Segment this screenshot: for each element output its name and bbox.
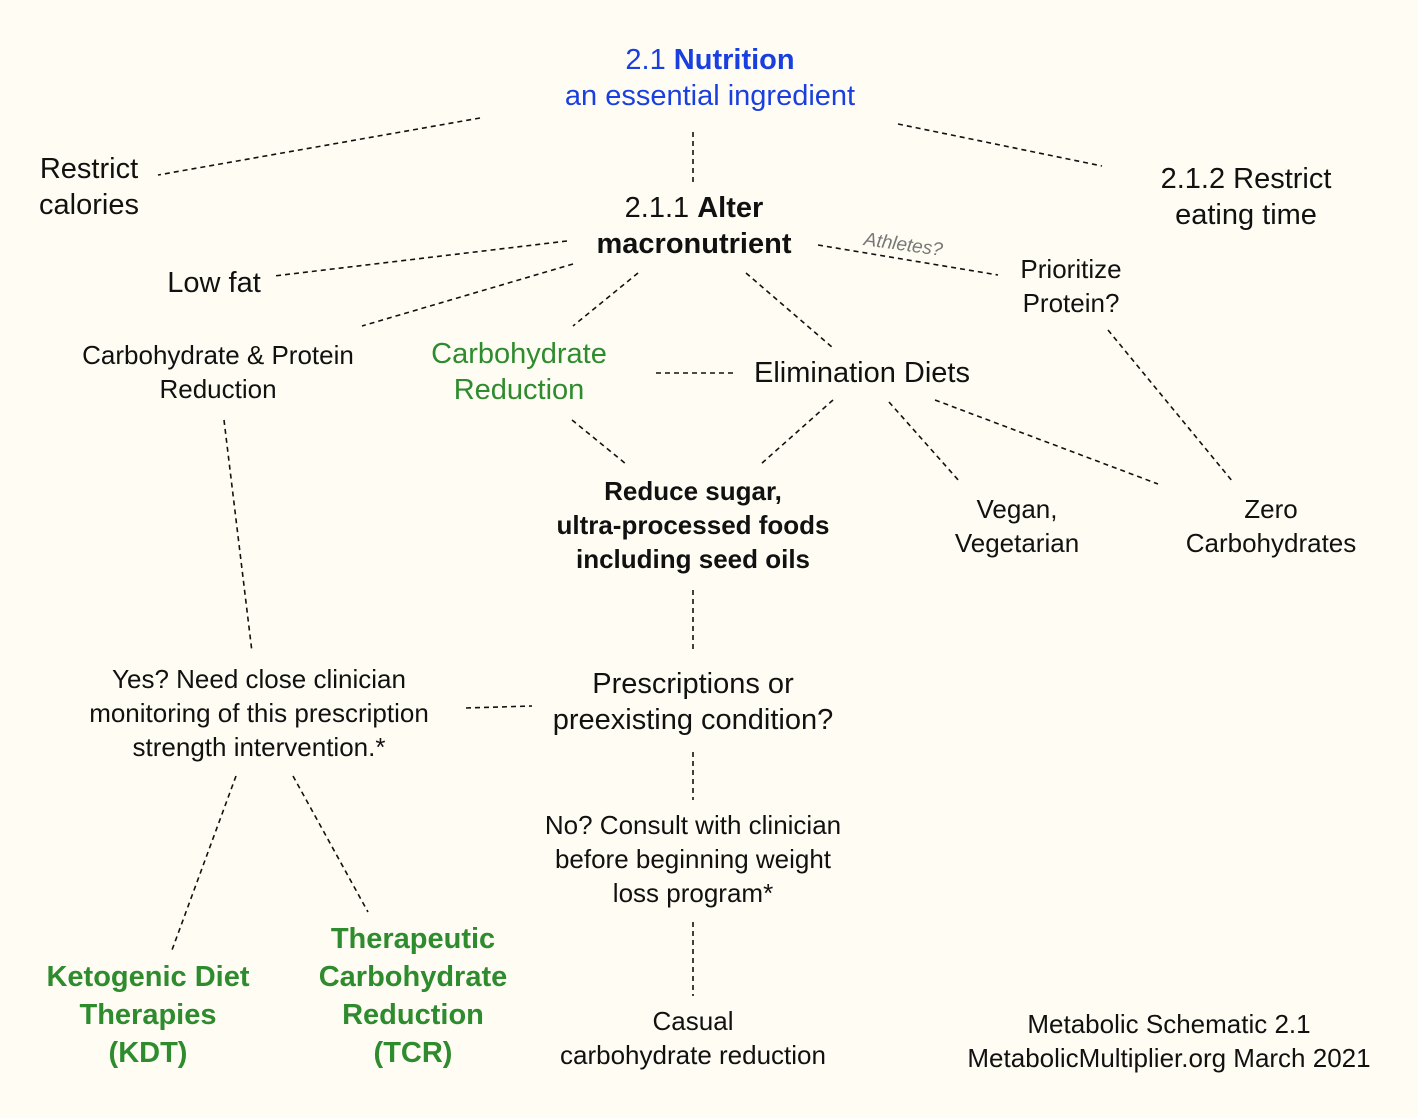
- tcr-node: Therapeutic Carbohydrate Reduction (TCR): [298, 920, 528, 1072]
- title-name: Nutrition: [673, 44, 795, 76]
- tcr-line: Reduction: [342, 999, 484, 1031]
- edge-yes-prescriptions: [465, 705, 533, 709]
- prioritize-protein-line: Protein?: [1022, 288, 1120, 318]
- casual-line: Casual: [652, 1006, 734, 1036]
- alter-number: 2.1.1: [624, 192, 690, 224]
- edge-elimination-vegan: [888, 401, 961, 483]
- footer-line: MetabolicMultiplier.org March 2021: [967, 1043, 1371, 1073]
- title-node: 2.1 Nutrition an essential ingredient: [470, 42, 950, 114]
- yes-clinician-line: Yes? Need close clinician: [112, 664, 406, 694]
- edge-carb-reduce-sugar: [571, 419, 627, 465]
- restrict-calories-node: Restrict calories: [14, 151, 164, 223]
- reduce-sugar-node: Reduce sugar, ultra-processed foods incl…: [513, 474, 873, 576]
- carb-reduction-line: Carbohydrate: [431, 338, 607, 370]
- restrict-calories-line: Restrict: [39, 153, 139, 185]
- edge-title-restrict-time: [897, 123, 1103, 167]
- edge-alter-elimination: [745, 272, 834, 349]
- carb-protein-line: Carbohydrate & Protein: [82, 340, 354, 370]
- casual-line: carbohydrate reduction: [560, 1040, 826, 1070]
- prescriptions-line: Prescriptions or: [592, 668, 794, 700]
- zero-carbohydrates-node: Zero Carbohydrates: [1166, 492, 1376, 560]
- restrict-time-line: 2.1.2 Restrict: [1160, 163, 1332, 195]
- restrict-eating-time-node: 2.1.2 Restrict eating time: [1126, 161, 1366, 233]
- reduce-sugar-line: ultra-processed foods: [556, 510, 830, 540]
- alter-line2: macronutrient: [596, 228, 792, 260]
- zero-carbs-line: Carbohydrates: [1185, 528, 1357, 558]
- no-consult-line: No? Consult with clinician: [544, 810, 842, 840]
- casual-node: Casual carbohydrate reduction: [528, 1004, 858, 1072]
- prescriptions-line: preexisting condition?: [552, 704, 834, 736]
- no-consult-line: before beginning weight: [554, 844, 832, 874]
- title-subtitle: an essential ingredient: [564, 80, 856, 112]
- kdt-line: Therapies: [79, 999, 217, 1031]
- edge-carb-protein-yes: [223, 419, 253, 653]
- tcr-line: Carbohydrate: [318, 961, 508, 993]
- edge-elimination-reduce-sugar: [760, 399, 834, 465]
- yes-clinician-line: strength intervention.*: [132, 732, 386, 762]
- vegan-line: Vegan,: [976, 494, 1058, 524]
- no-consult-line: loss program*: [612, 878, 774, 908]
- low-fat-node: Low fat: [144, 265, 284, 301]
- vegan-line: Vegetarian: [954, 528, 1080, 558]
- restrict-calories-line: calories: [39, 189, 139, 221]
- edge-alter-carb-reduction: [572, 272, 639, 327]
- title-number: 2.1: [625, 44, 666, 76]
- kdt-node: Ketogenic Diet Therapies (KDT): [28, 958, 268, 1072]
- vegan-vegetarian-node: Vegan, Vegetarian: [932, 492, 1102, 560]
- yes-clinician-line: monitoring of this prescription: [89, 698, 429, 728]
- elimination-line: Elimination Diets: [754, 357, 970, 389]
- kdt-line: Ketogenic Diet: [46, 961, 250, 993]
- footer-line: Metabolic Schematic 2.1: [1027, 1009, 1311, 1039]
- carb-protein-line: Reduction: [159, 374, 277, 404]
- edge-yes-kdt: [171, 775, 237, 951]
- alter-word: Alter: [697, 192, 764, 224]
- footer-credit: Metabolic Schematic 2.1 MetabolicMultipl…: [940, 1007, 1398, 1075]
- reduce-sugar-line: Reduce sugar,: [604, 476, 782, 506]
- prescriptions-node: Prescriptions or preexisting condition?: [528, 666, 858, 738]
- yes-clinician-node: Yes? Need close clinician monitoring of …: [54, 662, 464, 764]
- edge-prioritize-zero-carbs: [1107, 329, 1234, 483]
- kdt-line: (KDT): [108, 1037, 188, 1069]
- reduce-sugar-line: including seed oils: [575, 544, 811, 574]
- carb-reduction-node: Carbohydrate Reduction: [408, 336, 630, 408]
- edge-elimination-zero-carbs: [934, 399, 1159, 485]
- prioritize-protein-line: Prioritize: [1020, 254, 1122, 284]
- low-fat-line: Low fat: [167, 267, 261, 299]
- zero-carbs-line: Zero: [1244, 494, 1298, 524]
- no-consult-node: No? Consult with clinician before beginn…: [508, 808, 878, 910]
- tcr-line: Therapeutic: [330, 923, 496, 955]
- tcr-line: (TCR): [373, 1037, 453, 1069]
- edge-yes-tcr: [292, 775, 369, 913]
- restrict-time-line: eating time: [1175, 199, 1317, 231]
- alter-macronutrient-node: 2.1.1 Alter macronutrient: [544, 190, 844, 262]
- carb-protein-reduction-node: Carbohydrate & Protein Reduction: [48, 338, 388, 406]
- edge-title-restrict-calories: [157, 117, 481, 176]
- prioritize-protein-node: Prioritize Protein?: [990, 252, 1152, 320]
- elimination-diets-node: Elimination Diets: [732, 355, 992, 391]
- edge-alter-prioritize: [817, 244, 999, 276]
- carb-reduction-line: Reduction: [453, 374, 585, 406]
- edge-alter-carb-protein: [361, 263, 574, 327]
- edge-alter-low-fat: [273, 240, 568, 277]
